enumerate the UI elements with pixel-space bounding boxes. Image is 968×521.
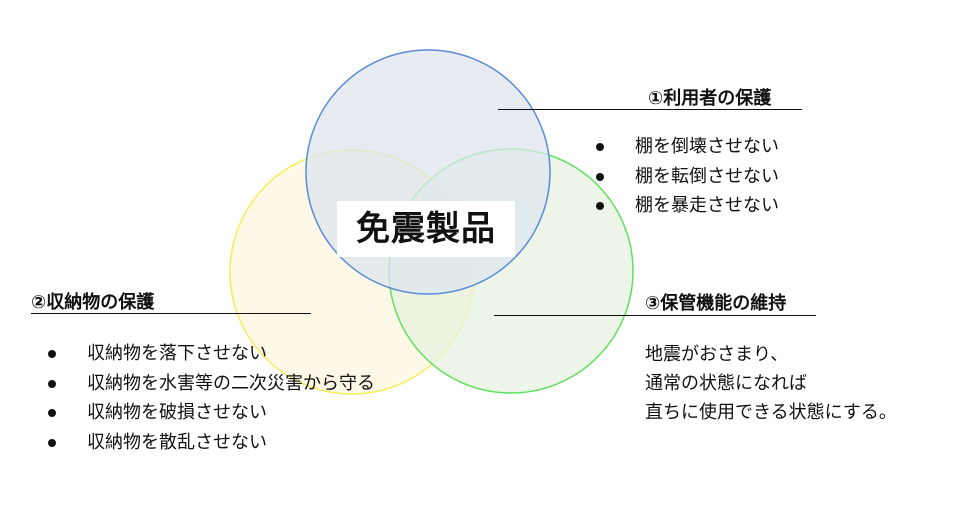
heading-function-maintenance: ③保管機能の維持	[645, 293, 787, 314]
description-line: 通常の状態になれば	[645, 373, 807, 394]
list-item: 棚を転倒させない	[595, 162, 779, 192]
list-item: 棚を倒壊させない	[595, 132, 779, 162]
description-line: 直ちに使用できる状態にする。	[645, 402, 897, 423]
venn-circle-blue	[305, 49, 551, 295]
list-item: 収納物を水害等の二次災害から守る	[47, 369, 375, 399]
bullet-list-storage-protection: 収納物を落下させない 収納物を水害等の二次災害から守る 収納物を破損させない 収…	[47, 339, 375, 457]
heading-user-protection: ①利用者の保護	[648, 88, 772, 109]
heading-underline-user-protection	[498, 109, 802, 110]
heading-underline-storage-protection	[31, 313, 311, 314]
list-item: 収納物を散乱させない	[47, 428, 375, 458]
bullet-list-user-protection: 棚を倒壊させない 棚を転倒させない 棚を暴走させない	[595, 132, 779, 221]
center-label: 免震製品	[337, 201, 515, 257]
list-item: 収納物を落下させない	[47, 339, 375, 369]
list-item: 棚を暴走させない	[595, 191, 779, 221]
description-function-maintenance: 地震がおさまり、 通常の状態になれば 直ちに使用できる状態にする。	[645, 340, 897, 427]
description-line: 地震がおさまり、	[645, 344, 789, 365]
heading-storage-protection: ②収納物の保護	[31, 292, 155, 313]
heading-underline-function-maintenance	[494, 315, 816, 316]
list-item: 収納物を破損させない	[47, 398, 375, 428]
